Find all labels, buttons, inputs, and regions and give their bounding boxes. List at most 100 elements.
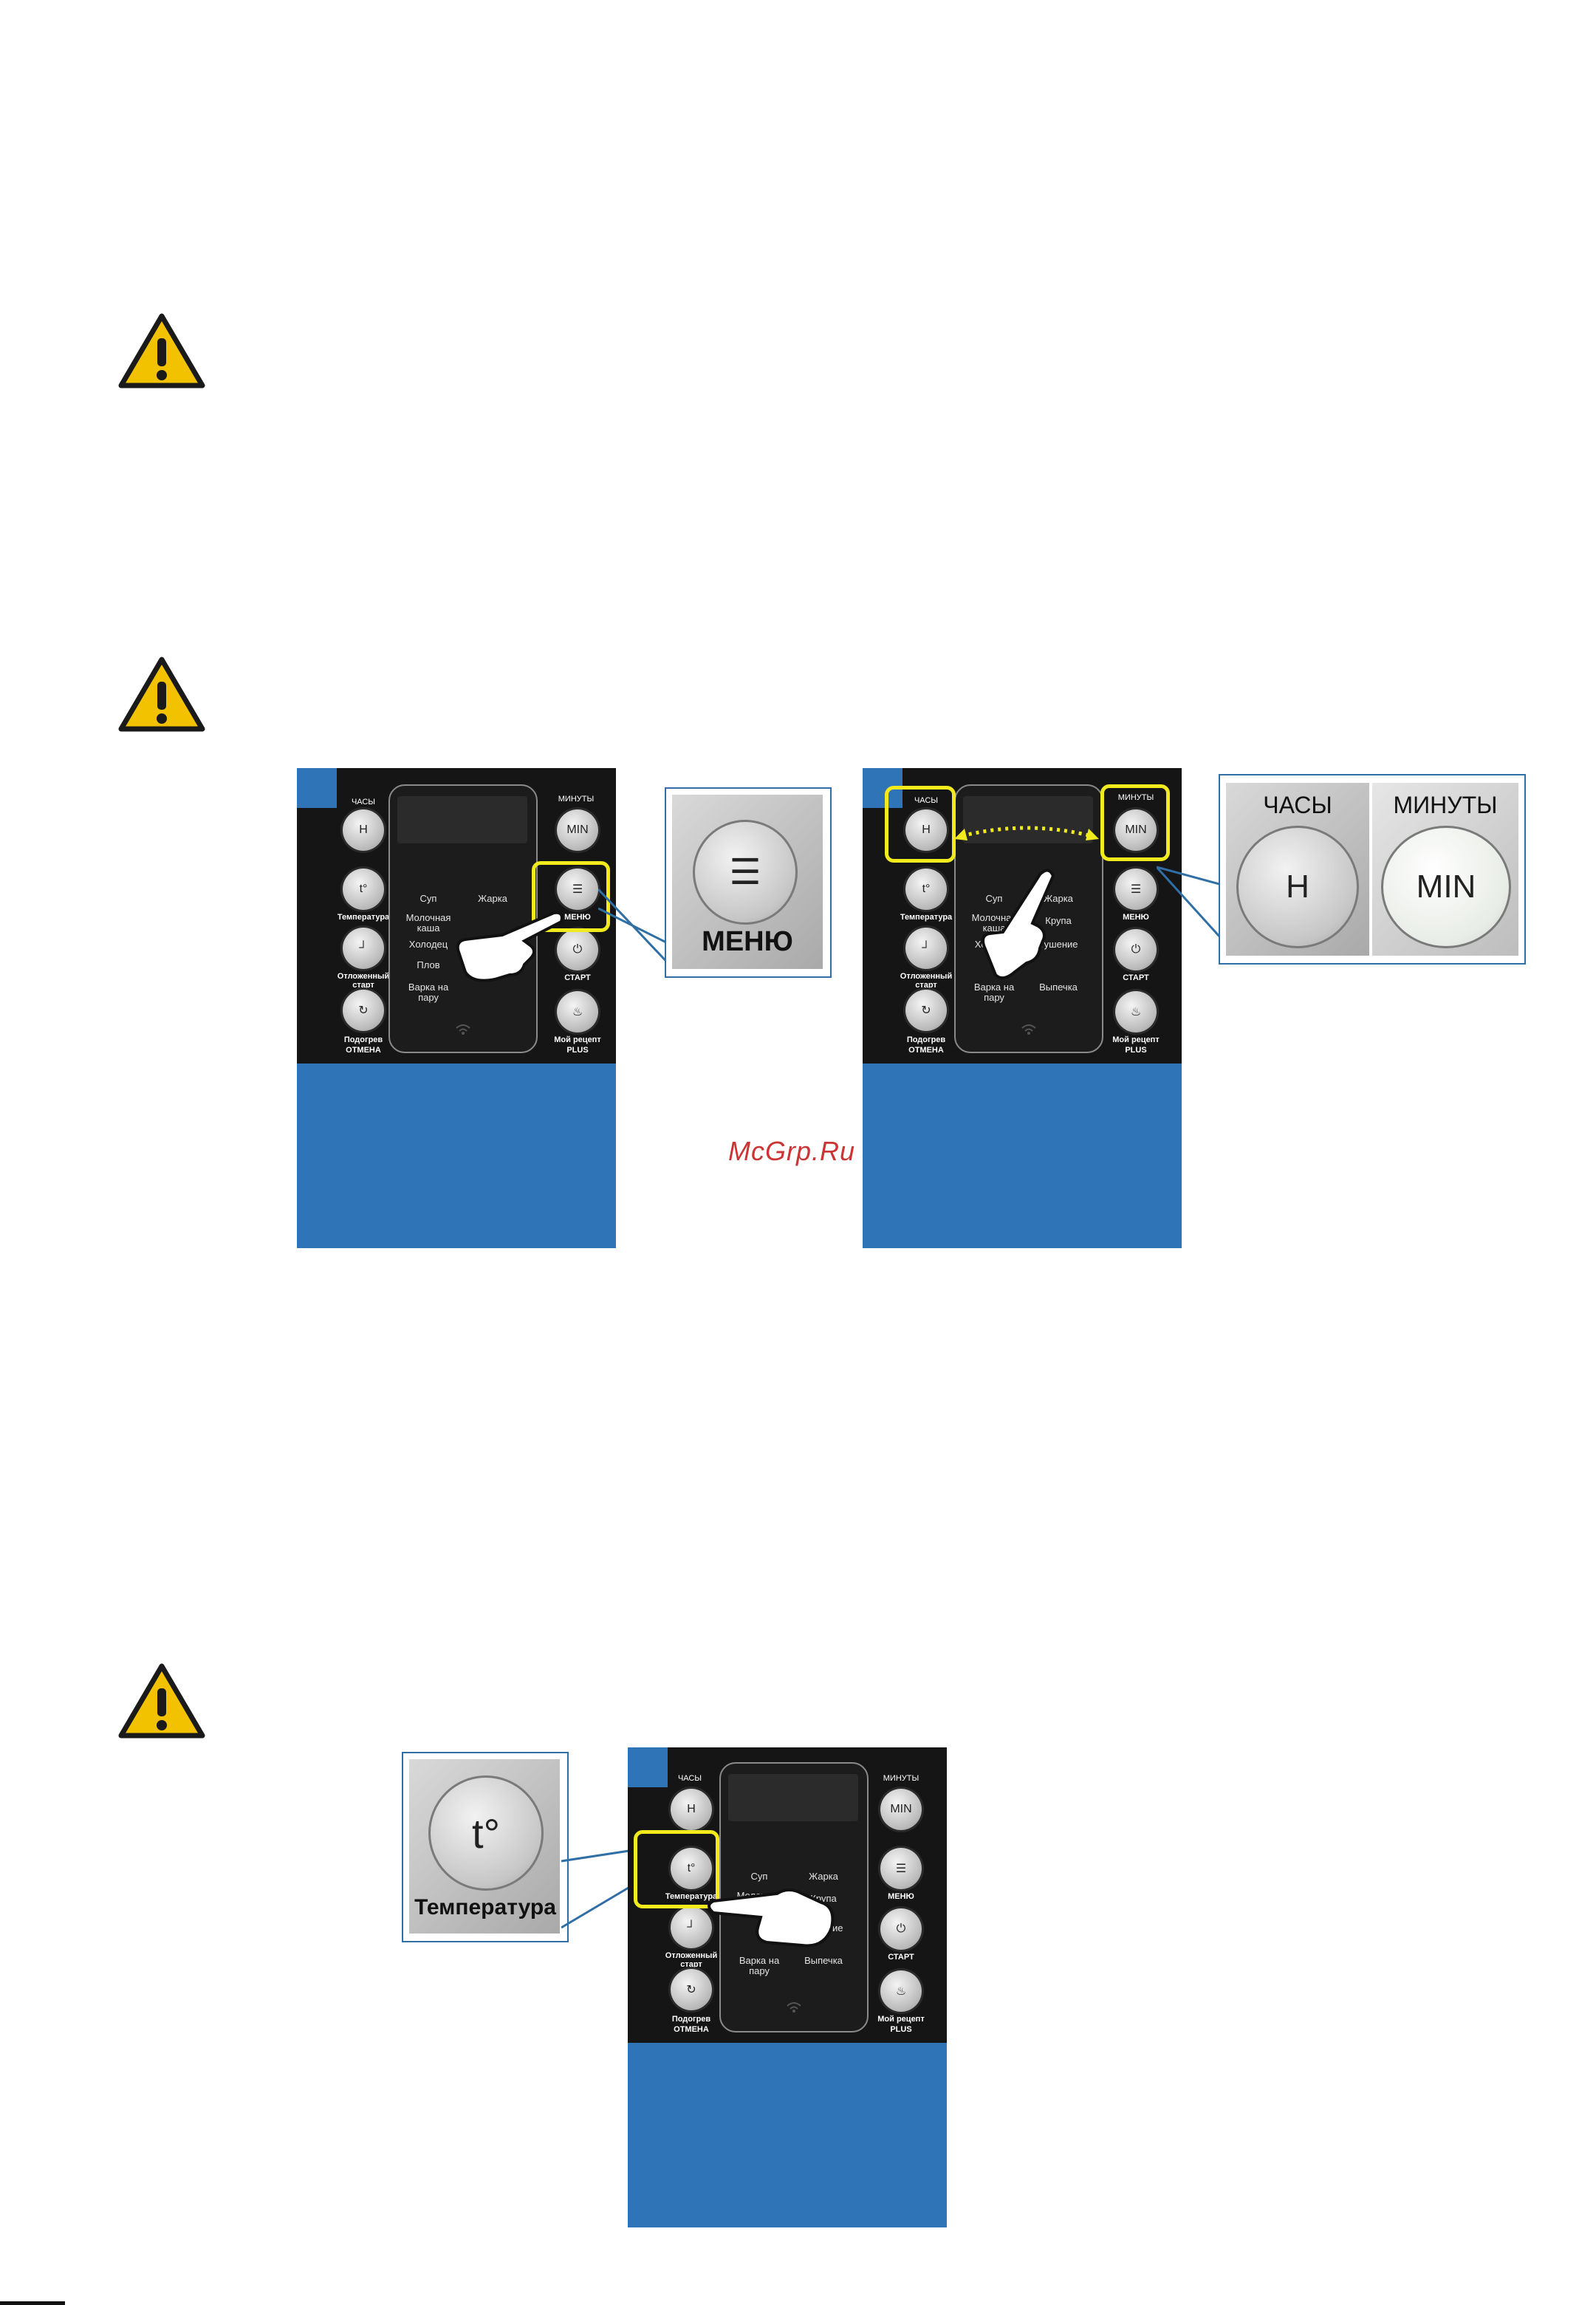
start-label: СТАРТ (888, 1953, 914, 1962)
start-label: СТАРТ (1123, 973, 1149, 982)
program-steam: Варка на пару (408, 982, 449, 1003)
menu-button[interactable]: ☰ (1115, 869, 1157, 910)
hours-big-button: H (1236, 826, 1359, 948)
my-recipe-button[interactable]: ♨ (557, 991, 598, 1032)
menu-zoom-label: МЕНЮ (702, 926, 793, 957)
start-label: СТАРТ (564, 973, 591, 982)
power-icon: ⏻ (1131, 943, 1141, 956)
delay-start-button[interactable]: ┘ (343, 928, 384, 969)
program-fry: Жарка (478, 893, 507, 904)
temperature-highlight (634, 1830, 719, 1908)
menu-label: МЕНЮ (1123, 913, 1149, 922)
clock-zoom-callout: ЧАСЫ МИНУТЫ H MIN (1219, 774, 1526, 965)
program-soup: Суп (419, 893, 437, 904)
program-steam: Варка на пару (973, 982, 1015, 1003)
temperature-zoom-callout: t° Температура (402, 1752, 569, 1942)
hand-pointer-icon (708, 1888, 835, 1948)
control-panel: ЧАСЫ H t° Температура ┘ Отложенный старт… (863, 768, 1182, 1064)
delay-start-label: Отложенный старт (337, 972, 390, 990)
temperature-button[interactable]: t° (905, 869, 947, 910)
hand-pointer-icon (456, 911, 564, 982)
caption-area (297, 1064, 616, 1248)
reheat-cancel-button[interactable]: ↻ (671, 1969, 712, 2010)
wifi-icon (787, 2002, 801, 2013)
my-recipe-button[interactable]: ♨ (1115, 991, 1157, 1032)
warning-icon (118, 1663, 205, 1739)
reheat-label: Подогрев (906, 1035, 946, 1044)
warning-icon (118, 313, 205, 388)
hours-label: ЧАСЫ (914, 796, 939, 805)
power-icon: ⏻ (896, 1922, 906, 1935)
temperature-label: Температура (900, 913, 953, 922)
menu-button[interactable]: ☰ (880, 1848, 922, 1889)
step-marker (297, 768, 337, 808)
my-recipe-label: Мой рецепт (877, 2015, 925, 2024)
temperature-button[interactable]: t° (343, 869, 384, 910)
menu-big-button: ☰ (693, 820, 798, 925)
reheat-cancel-button[interactable]: ↻ (905, 990, 947, 1031)
menu-button[interactable]: ☰ (557, 869, 598, 910)
menu-highlight (532, 861, 610, 932)
callout-line (598, 888, 674, 969)
cancel-label: ОТМЕНА (346, 1046, 381, 1055)
menu-list-icon: ☰ (1130, 883, 1142, 896)
chef-hat-icon: ♨ (572, 1006, 583, 1018)
page-edge-mark (0, 2301, 65, 2305)
program-fry: Жарка (809, 1871, 838, 1882)
temperature-big-button: t° (428, 1775, 544, 1891)
hours-button[interactable]: H (343, 809, 384, 851)
plus-label: PLUS (890, 2025, 912, 2034)
minutes-button[interactable]: MIN (557, 809, 598, 851)
control-panel: ЧАСЫ H t° Температура ┘ Отложенный старт… (297, 768, 616, 1064)
clock-icon: ┘ (922, 942, 931, 954)
program-soup: Суп (750, 1871, 768, 1882)
program-display: Суп Жарка Молочная каша Холодец Плов Вар… (388, 784, 538, 1053)
menu-label: МЕНЮ (564, 913, 591, 922)
plus-label: PLUS (566, 1046, 589, 1055)
program-milk-porridge: Молочная каша (405, 912, 451, 934)
minutes-big-button: MIN (1381, 826, 1511, 948)
step-marker (628, 1747, 668, 1787)
lcd-screen (728, 1774, 858, 1821)
minutes-highlight (1100, 784, 1170, 861)
reheat-icon: ↻ (358, 1004, 369, 1017)
temperature-button[interactable]: t° (671, 1848, 712, 1889)
hours-highlight (885, 786, 956, 863)
minutes-button[interactable]: MIN (880, 1789, 922, 1830)
hours-button[interactable]: H (905, 809, 947, 851)
delay-start-button[interactable]: ┘ (671, 1907, 712, 1948)
minutes-label: МИНУТЫ (558, 795, 595, 804)
minutes-button[interactable]: MIN (1115, 809, 1157, 851)
start-button[interactable]: ⏻ (880, 1908, 922, 1950)
wifi-icon (456, 1024, 470, 1035)
hours-button[interactable]: H (671, 1789, 712, 1830)
hours-label: ЧАСЫ (351, 798, 376, 806)
start-button[interactable]: ⏻ (1115, 929, 1157, 970)
program-stew: Тушение (1038, 939, 1078, 950)
program-aspic: Холодец (408, 939, 448, 950)
program-fry: Жарка (1044, 893, 1073, 904)
minutes-zoom-label: МИНУТЫ (1393, 792, 1498, 818)
hours-label: ЧАСЫ (677, 1774, 702, 1783)
menu-label: МЕНЮ (888, 1892, 914, 1901)
wifi-icon (1021, 1024, 1036, 1035)
watermark: McGrp.Ru (728, 1136, 856, 1166)
minutes-label: МИНУТЫ (883, 1774, 919, 1783)
caption-area (628, 2043, 947, 2227)
delay-start-label: Отложенный старт (665, 1951, 718, 1969)
delay-start-button[interactable]: ┘ (905, 928, 947, 969)
reheat-cancel-button[interactable]: ↻ (343, 990, 384, 1031)
power-icon: ⏻ (572, 943, 583, 956)
delay-start-label: Отложенный старт (900, 972, 953, 990)
my-recipe-label: Мой рецепт (554, 1035, 601, 1044)
start-button[interactable]: ⏻ (557, 929, 598, 970)
program-milk-porridge: Молочная каша (971, 912, 1017, 934)
temperature-label: Температура (337, 913, 390, 922)
chef-hat-icon: ♨ (895, 1985, 907, 1998)
my-recipe-button[interactable]: ♨ (880, 1970, 922, 2012)
program-steam: Варка на пару (739, 1955, 780, 1976)
lcd-screen (963, 796, 1093, 843)
program-cereal: Крупа (1045, 915, 1072, 926)
menu-list-icon: ☰ (572, 883, 583, 896)
menu-list-icon: ☰ (729, 853, 761, 892)
